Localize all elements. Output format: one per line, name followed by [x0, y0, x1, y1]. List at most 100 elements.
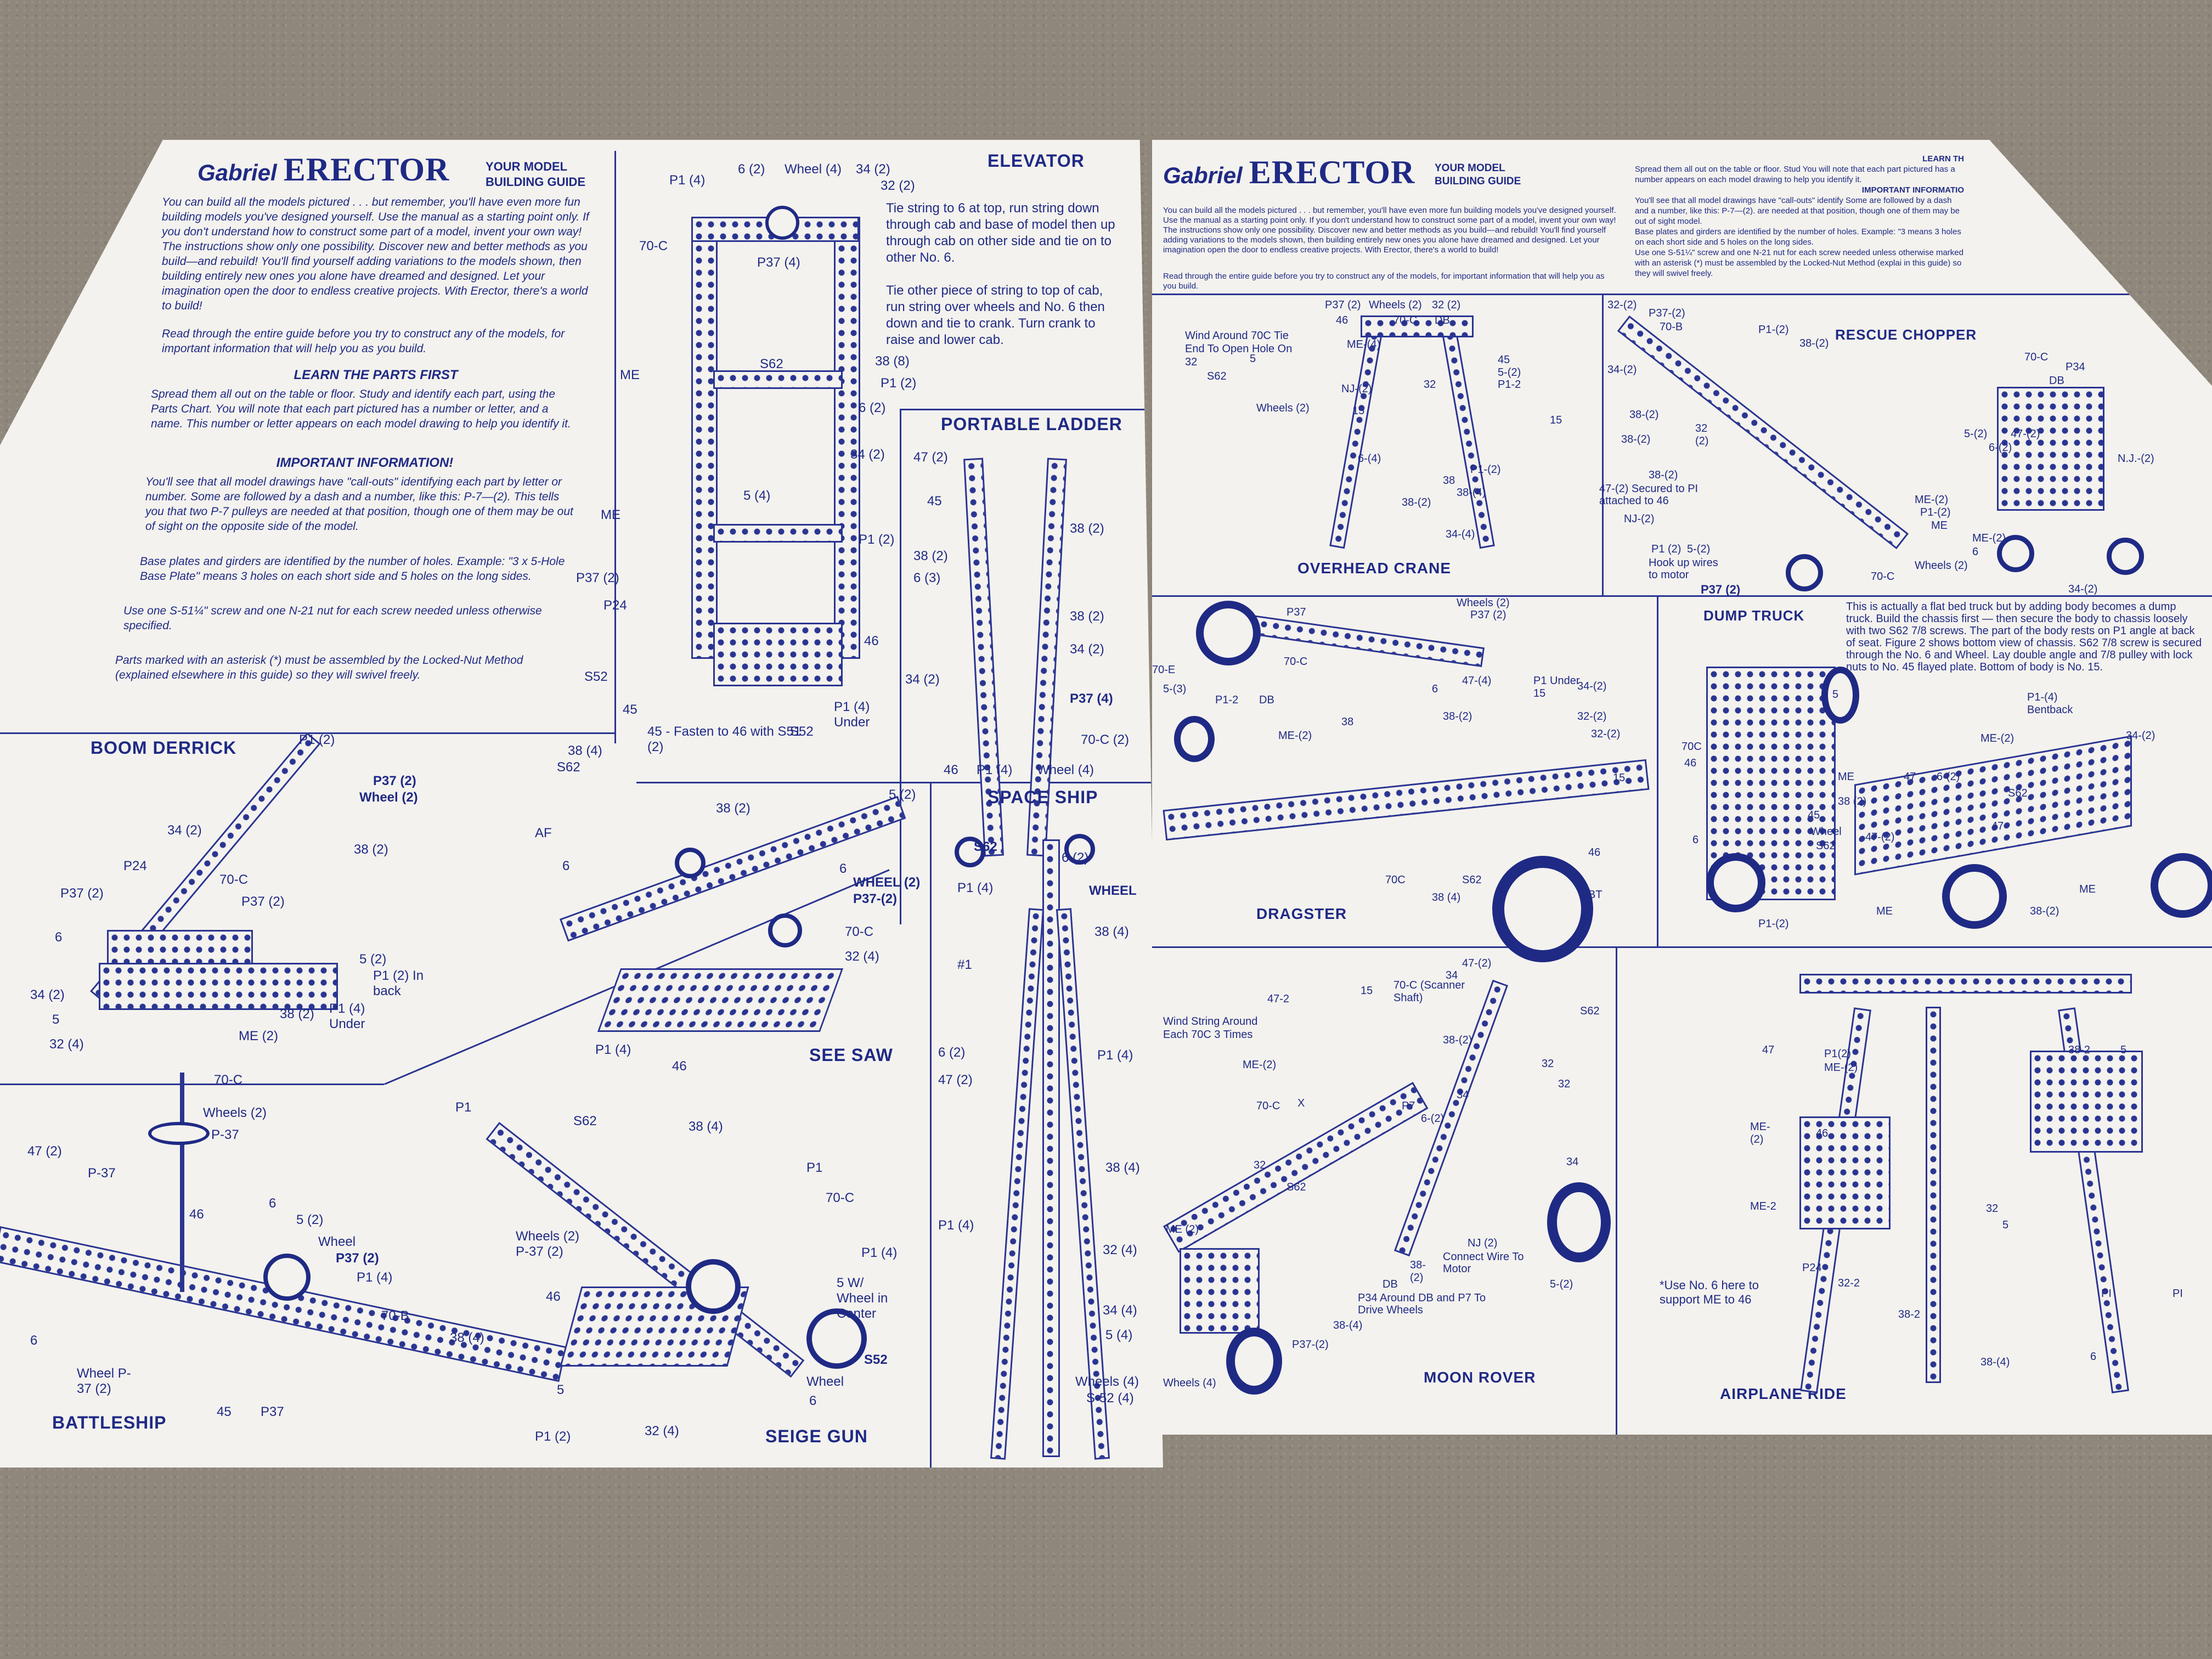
brand-name: Gabriel — [1163, 162, 1243, 188]
spaceship-leg-left — [990, 908, 1045, 1460]
battleship-label: Wheel P-37 (2) — [77, 1366, 131, 1396]
dump-truck-label: Wheel — [1810, 826, 1842, 838]
ladder-label: 6 (3) — [913, 571, 941, 585]
elevator-plate-2 — [713, 524, 843, 543]
rover-label: P37-(2) — [1292, 1339, 1329, 1351]
ride-label: 38-(4) — [1980, 1356, 2010, 1368]
dump-truck-label: 34-(2) — [2126, 730, 2155, 742]
chopper-label: 32 (2) — [1695, 422, 1709, 447]
derrick-label: 34 (2) — [167, 823, 202, 838]
seesaw-wheel — [675, 848, 706, 878]
chopper-label: ME-(2) — [1915, 494, 1949, 506]
dragster-label: 32-(2) — [1577, 710, 1607, 723]
derrick-label: 5 — [52, 1012, 60, 1027]
seige-gun-label: S52 — [864, 1352, 888, 1367]
ride-label: PI — [2172, 1288, 2183, 1300]
asterisk-text: Parts marked with an asterisk (*) must b… — [115, 654, 523, 681]
important-text-partial: You'll see that all model drawings have … — [1635, 196, 1960, 226]
chopper-wheel — [1997, 535, 2034, 572]
derrick-label: P24 — [123, 859, 147, 873]
derrick-base — [107, 930, 253, 966]
rover-label: 38-(2) — [1410, 1259, 1426, 1284]
rover-label: X — [1297, 1097, 1305, 1109]
spaceship-label: S62 — [974, 839, 997, 854]
crane-label: 38 — [1443, 475, 1455, 487]
base-plates-text-partial: Base plates and girders are identified b… — [1635, 227, 1961, 247]
chopper-label: P34 — [2066, 361, 2085, 373]
ladder-label: 47 (2) — [913, 450, 948, 465]
derrick-label: 34 (2) — [30, 988, 65, 1002]
elevator-label: ME — [620, 368, 640, 382]
crane-leg — [1439, 315, 1495, 549]
crane-label: 5-(2) — [1498, 366, 1521, 379]
dump-truck-label: 70C — [1681, 741, 1702, 753]
learn-heading-partial: LEARN TH — [1922, 154, 1964, 163]
derrick-label: 70-C — [219, 872, 249, 887]
spaceship-label: #1 — [957, 957, 972, 972]
chopper-label: 34-(2) — [2068, 583, 2098, 595]
seige-gun-wheel — [686, 1259, 741, 1314]
seige-gun-label: Wheels (2) P-37 (2) — [516, 1229, 580, 1259]
chopper-label: 32-(2) — [1607, 299, 1637, 311]
important-text: You'll see that all model drawings have … — [145, 476, 573, 533]
chopper-boom — [1617, 315, 1909, 550]
seesaw-label: 32 (4) — [845, 949, 879, 964]
spaceship-label: 6 (2) — [938, 1045, 966, 1060]
rover-label: 32 — [1558, 1078, 1571, 1090]
divider-right-v1 — [1602, 294, 1604, 595]
dump-truck-label: ME — [1876, 905, 1893, 917]
derrick-label: P1 (2) — [299, 732, 335, 747]
crane-label: DB — [1435, 314, 1450, 326]
ride-label: ME-(2) — [1824, 1062, 1858, 1074]
ladder-label: 38 (2) — [1070, 609, 1104, 624]
battleship-label: P-37 — [88, 1166, 116, 1181]
crane-label: ME-(4) — [1347, 338, 1381, 351]
elevator-girder-left — [691, 217, 718, 659]
ride-label: P1(2) — [1824, 1048, 1851, 1060]
ladder-label: P1 (4) — [977, 763, 1013, 777]
battleship-label: 70-C — [214, 1073, 243, 1087]
rover-label: NJ (2) — [1468, 1237, 1498, 1249]
chopper-label: P1-(2) — [1920, 506, 1951, 518]
crane-top — [1361, 315, 1474, 337]
rover-label: 70-C — [1256, 1100, 1280, 1112]
right-intro-text: You can build all the models pictured . … — [1163, 206, 1616, 255]
elevator-label: 32 (2) — [881, 178, 915, 193]
elevator-label: 6 (2) — [738, 162, 765, 177]
divider-right-v2 — [1657, 595, 1658, 946]
airplane-ride-support-note: *Use No. 6 here to support ME to 46 — [1660, 1278, 1759, 1306]
divider-right-h3 — [1152, 946, 2212, 948]
seige-gun-label: 32 (4) — [645, 1424, 679, 1438]
crane-label: 34-(4) — [1446, 528, 1475, 540]
product-name: ERECTOR — [283, 151, 450, 188]
spaceship-label: P1 (4) — [1097, 1048, 1133, 1063]
dump-truck-note: This is actually a flat bed truck but by… — [1846, 601, 2202, 673]
rover-label: 47-(2) — [1462, 957, 1492, 969]
right-read-through: Read through the entire guide before you… — [1163, 272, 1605, 291]
rover-label: ME (2) — [1166, 1223, 1199, 1235]
overhead-crane-wind-note: Wind Around 70C Tie End To Open Hole On … — [1185, 330, 1293, 368]
battleship-mast — [180, 1073, 184, 1292]
crane-label: 46 — [1336, 314, 1348, 326]
chopper-label: DB — [2049, 375, 2064, 387]
dragster-rear-wheel — [1492, 856, 1593, 962]
chopper-label: P37 (2) — [1701, 583, 1741, 596]
divider-ladder-top — [900, 409, 1147, 410]
learn-text: Spread them all out on the table or floo… — [151, 388, 571, 430]
dragster-label: 34-(2) — [1577, 680, 1607, 692]
dump-truck-label: 5 — [1832, 689, 1839, 701]
ladder-wheel — [1064, 834, 1095, 865]
dump-truck-label: S62 — [2008, 787, 2028, 799]
moon-rover-title: MOON ROVER — [1424, 1369, 1536, 1386]
crane-label: P37 (2) — [1325, 299, 1361, 311]
dragster-front-wheel — [1196, 601, 1261, 665]
elevator-girder-right — [834, 217, 860, 659]
ladder-label: 34 (2) — [1070, 642, 1104, 657]
dragster-label: 38 — [1341, 716, 1354, 728]
dragster-label: 32-(2) — [1591, 728, 1621, 740]
divider-space-ship — [930, 782, 932, 1468]
intro-text: You can build all the models pictured . … — [162, 196, 589, 312]
dump-truck-label: ME — [1838, 771, 1854, 783]
dragster-label: 38-(2) — [1443, 710, 1472, 723]
